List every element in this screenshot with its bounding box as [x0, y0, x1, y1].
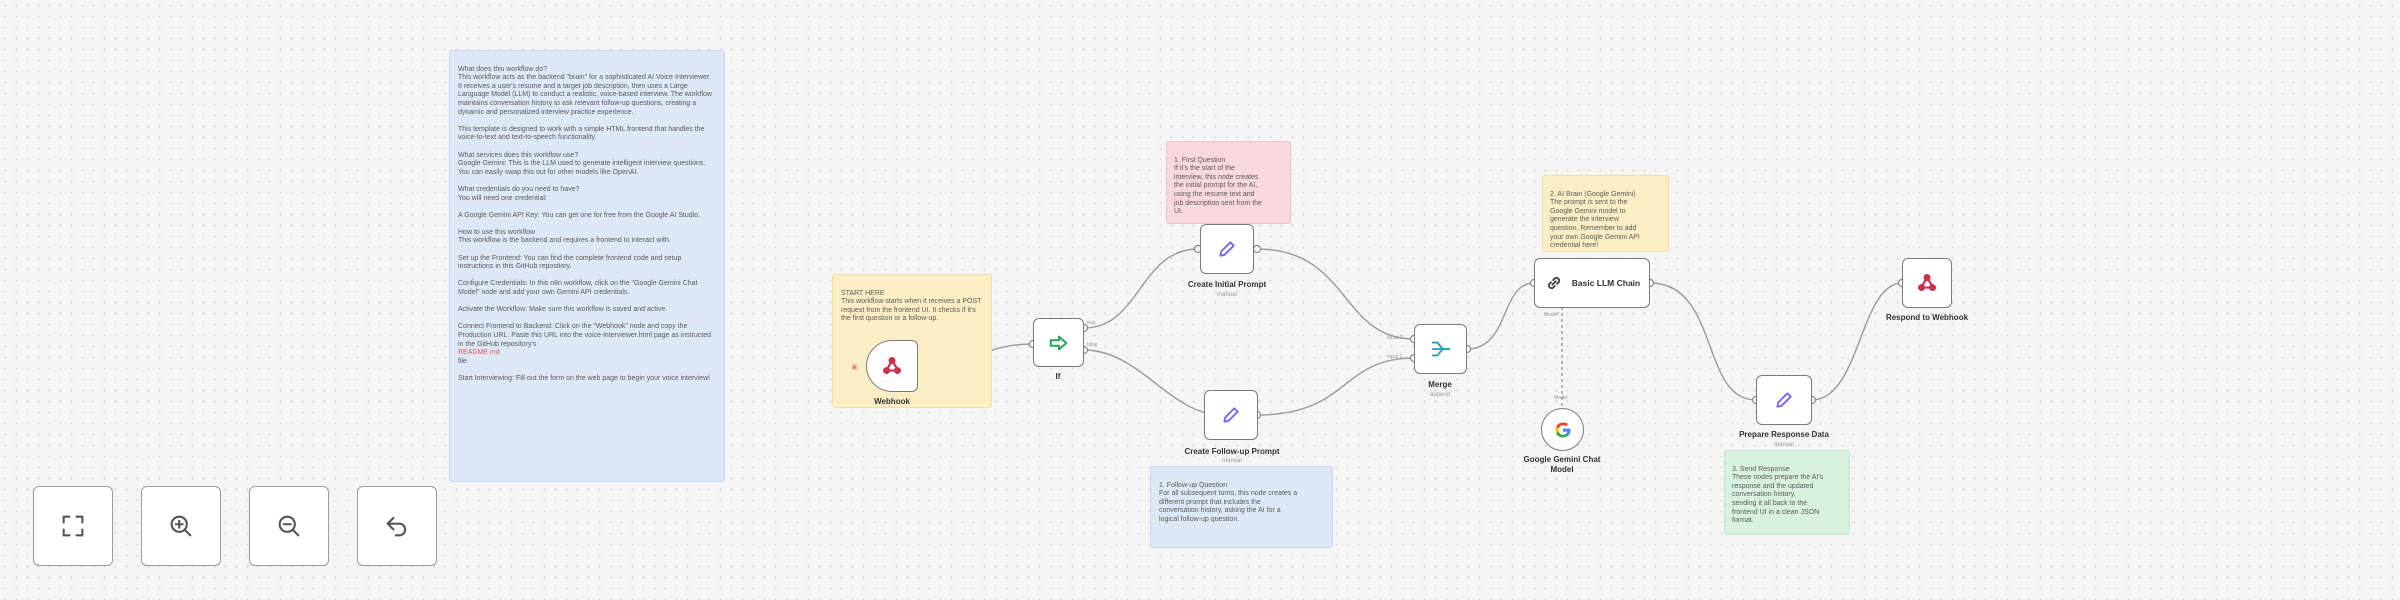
pencil-icon [1219, 241, 1235, 257]
merge-node[interactable] [1414, 324, 1467, 374]
zoom-out-button[interactable] [249, 486, 329, 566]
undo-icon [386, 516, 407, 537]
edge-if-false-followup [1083, 349, 1223, 416]
trigger-bolt-icon: ✱ [851, 363, 858, 372]
merge-icon [1431, 341, 1450, 357]
merge-sub: append [1429, 392, 1451, 398]
readme-link[interactable]: README.md [458, 349, 500, 357]
webhook-node[interactable] [866, 340, 918, 392]
edge-if-true-initial [1083, 248, 1199, 329]
if-node[interactable] [1033, 318, 1084, 367]
merge-input2-label: Input 2 [1387, 354, 1403, 360]
create-followup-prompt-label: Create Follow-up Prompt [1184, 447, 1280, 456]
prepare-response-data-sub: manual [1774, 442, 1794, 448]
create-initial-prompt-node[interactable] [1200, 224, 1254, 274]
basic-llm-chain-label: Basic LLM Chain [1571, 278, 1641, 288]
zoom-in-button[interactable] [141, 486, 221, 566]
intro-text: What does this workflow do? This workflo… [458, 65, 712, 348]
undo-button[interactable] [357, 486, 437, 566]
edge-merge-llm [1466, 282, 1535, 350]
google-gemini-chat-model-label: Google Gemini Chat Model [1523, 455, 1601, 474]
sticky-note-followup[interactable]: 1. Follow-up Question For all subsequent… [1150, 466, 1333, 548]
edge-followup-merge [1256, 357, 1415, 416]
followup-text: 1. Follow-up Question For all subsequent… [1159, 481, 1298, 523]
create-initial-prompt-sub: manual [1217, 292, 1237, 298]
prepare-response-data-label: Prepare Response Data [1739, 430, 1829, 439]
intro-end: Start Interviewing: Fill out the form on… [458, 374, 711, 382]
pencil-icon [1223, 407, 1239, 423]
sticky-note-first-question[interactable]: 1. First Question If it's the start of t… [1166, 141, 1291, 224]
google-icon [1555, 422, 1570, 437]
if-false-port-label: false [1087, 342, 1098, 348]
first-question-text: 1. First Question If it's the start of t… [1174, 156, 1262, 216]
sticky-note-send-response[interactable]: 3. Send Response These nodes prepare the… [1724, 450, 1850, 535]
create-initial-prompt-label: Create Initial Prompt [1187, 280, 1267, 289]
start-note-text: START HERE This workflow starts when it … [841, 289, 982, 323]
respond-to-webhook-label: Respond to Webhook [1885, 313, 1969, 322]
intro-after: file. [458, 357, 469, 365]
ai-brain-text: 2. AI Brain (Google Gemini) The prompt i… [1550, 190, 1640, 250]
sticky-note-intro[interactable]: What does this workflow do? This workflo… [449, 50, 725, 482]
webhook-icon [883, 357, 901, 375]
fit-view-button[interactable] [33, 486, 113, 566]
if-label: If [1055, 372, 1061, 381]
send-response-text: 3. Send Response These nodes prepare the… [1732, 465, 1824, 525]
edge-initial-merge [1256, 248, 1415, 340]
edge-llm-prepare [1649, 282, 1757, 401]
merge-input1-label: Input 1 [1387, 335, 1403, 341]
zoom-out-icon [278, 515, 300, 537]
google-gemini-chat-model-node[interactable] [1541, 408, 1584, 451]
webhook-label: Webhook [874, 397, 910, 406]
if-true-port-label: true [1087, 320, 1096, 326]
edge-prepare-respond [1811, 282, 1903, 401]
zoom-in-icon [170, 515, 192, 537]
create-followup-prompt-node[interactable] [1204, 390, 1258, 440]
respond-to-webhook-node[interactable] [1902, 258, 1952, 308]
link-icon [1547, 276, 1560, 290]
if-icon [1049, 335, 1067, 350]
basic-llm-chain-node[interactable]: Basic LLM Chain [1534, 258, 1650, 308]
sticky-note-ai-brain[interactable]: 2. AI Brain (Google Gemini) The prompt i… [1542, 175, 1669, 252]
prepare-response-data-node[interactable] [1756, 375, 1812, 425]
merge-label: Merge [1428, 380, 1452, 389]
webhook-icon [1918, 274, 1936, 292]
fit-view-icon [62, 515, 84, 537]
pencil-icon [1776, 392, 1792, 408]
create-followup-prompt-sub: manual [1222, 458, 1242, 464]
gemini-model-port-label: Model [1554, 395, 1568, 401]
llm-model-port-label: Model* [1544, 312, 1560, 318]
